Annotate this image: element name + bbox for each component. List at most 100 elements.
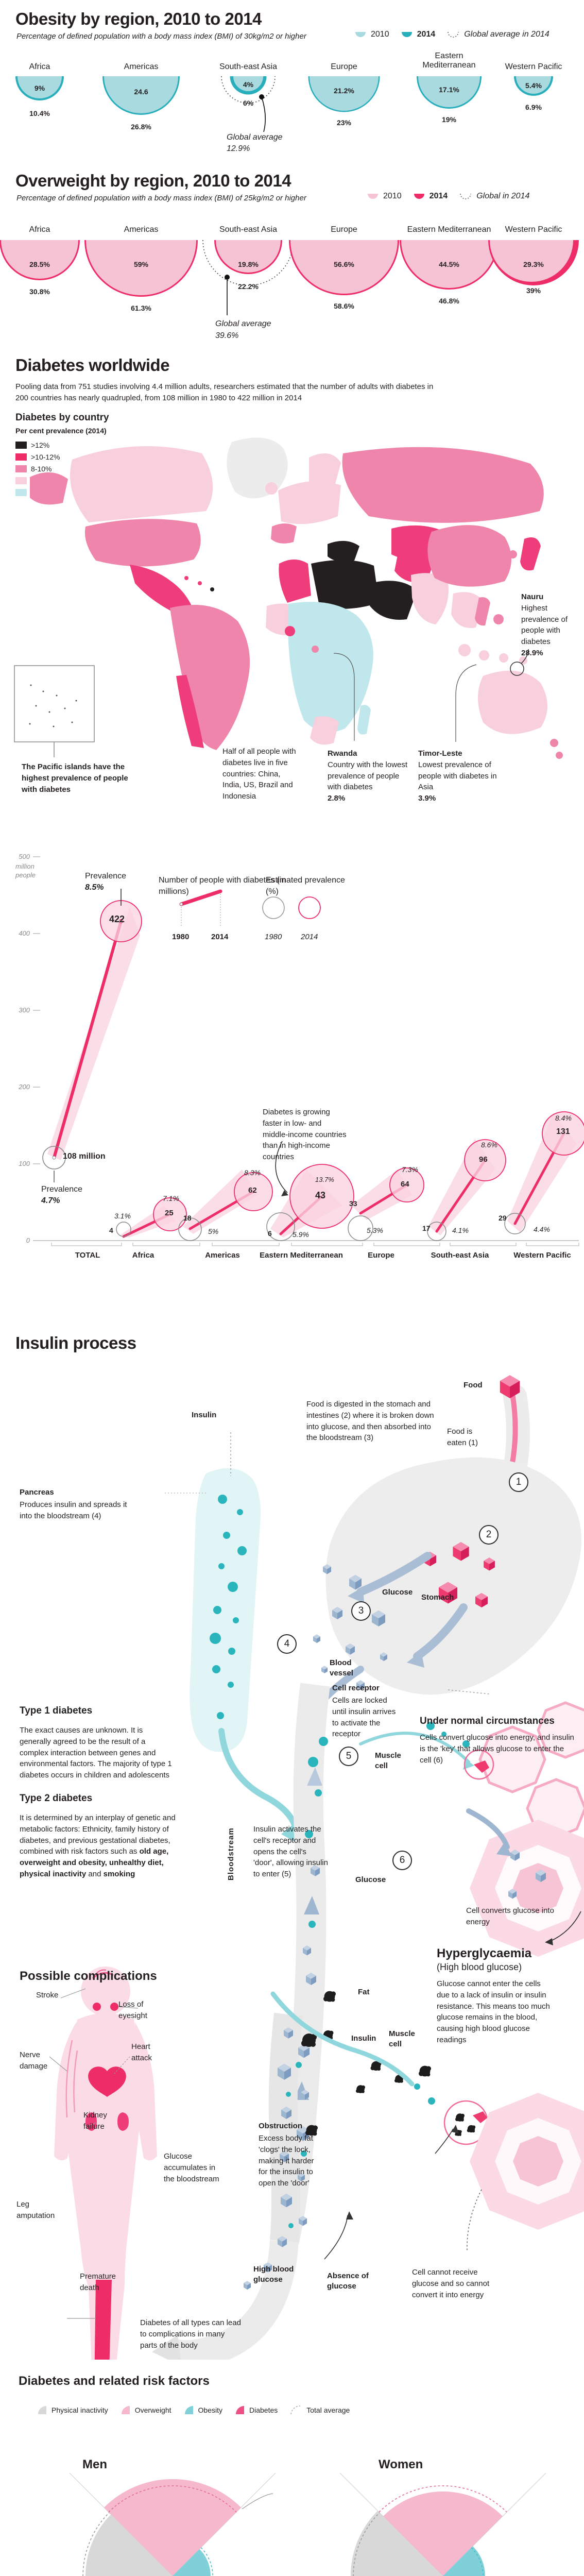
overweight-africa-2014: 30.8% xyxy=(29,287,50,296)
eyesight-label: Loss of eyesight xyxy=(118,2000,147,2020)
obstruction-body: Excess body fat 'clogs' the lock, making… xyxy=(259,2134,314,2188)
bin-gt12-swatch xyxy=(15,442,27,449)
legend-2014: 2014 xyxy=(211,933,229,941)
step-4-badge: 4 xyxy=(277,1634,297,1654)
obesity-global-value: 12.9% xyxy=(227,144,250,153)
overweight-global-label: Global average xyxy=(215,319,271,328)
normal-title: Under normal circumstances xyxy=(420,1716,555,1726)
total-start-value: 108 million xyxy=(63,1152,106,1161)
type1-body: The exact causes are unknown. It is gene… xyxy=(20,1726,172,1780)
glucose-label-2: Glucose xyxy=(355,1875,386,1884)
overweight-region-sea: South-east Asia xyxy=(219,225,278,234)
emed-end: 43 xyxy=(315,1190,326,1200)
total-start-prev: 4.7% xyxy=(41,1196,60,1205)
overweight-legend: 2010 2014 Global in 2014 xyxy=(367,192,529,201)
growth-axis-unit: million people xyxy=(15,862,36,879)
type2-body: It is determined by an interplay of gene… xyxy=(20,1812,179,1880)
obesity-wpac-2010: 5.4% xyxy=(525,81,542,90)
sea-p2: 8.6% xyxy=(481,1141,497,1149)
obesity-americas-2010: 24.6 xyxy=(134,88,148,96)
absence-label: Absence of glucose xyxy=(327,2272,369,2291)
nauru-body: Highest prevalence of people with diabet… xyxy=(521,603,568,646)
step-5-badge: 5 xyxy=(339,1747,358,1766)
bin-5-8-swatch xyxy=(15,477,27,484)
nauru-value: 28.9% xyxy=(521,648,543,657)
fat-label: Fat xyxy=(358,1988,370,1996)
five-countries-annotation: Half of all people with diabetes live in… xyxy=(222,747,296,801)
total-end-prev-title: Prevalence xyxy=(85,872,127,880)
obesity-legend-label: Obesity xyxy=(198,2406,222,2414)
europe-p2: 7.3% xyxy=(402,1165,418,1174)
alltypes-note: Diabetes of all types can lead to compli… xyxy=(140,2318,241,2350)
overweight-chart xyxy=(0,240,579,315)
worldwide-title: Diabetes worldwide xyxy=(15,355,170,375)
overweight-europe-2014: 58.6% xyxy=(334,302,354,310)
axis-emed: Eastern Mediterranean xyxy=(260,1251,343,1260)
obesity-region-americas: Americas xyxy=(124,62,159,71)
legend-2014-label: 2014 xyxy=(429,192,448,200)
overweight-region-africa: Africa xyxy=(29,225,50,234)
bin-lt5-swatch xyxy=(15,489,27,496)
inactivity-quarter-icon xyxy=(38,2406,46,2414)
overweight-subtitle: Percentage of defined population with a … xyxy=(16,194,306,202)
bin-8-10-label: 8-10% xyxy=(31,465,52,473)
legend-global-label: Global average in 2014 xyxy=(464,30,549,39)
obesity-emed-2014: 19% xyxy=(441,115,457,124)
overweight-region-emed: Eastern Mediterranean xyxy=(407,225,491,234)
legend-2010-semicircle-icon xyxy=(368,194,378,199)
digest-note: Food is digested in the stomach and inte… xyxy=(306,1400,434,1443)
growth-tick-400: 400 xyxy=(19,929,30,937)
cannot-note: Cell cannot receive glucose and so canno… xyxy=(412,2268,490,2299)
axis-africa: Africa xyxy=(132,1251,154,1260)
obesity-africa-2014: 10.4% xyxy=(29,109,50,117)
men-label: Men xyxy=(82,2458,107,2471)
obesity-africa-2010: 9% xyxy=(34,84,45,92)
food-eaten-note: Food is eaten (1) xyxy=(447,1427,478,1447)
average-dashed-icon xyxy=(290,2405,301,2415)
total-end-prev: 8.5% xyxy=(85,883,104,892)
wpac-p2: 8.4% xyxy=(555,1114,572,1122)
growth-tick-200: 200 xyxy=(19,1083,30,1091)
risks-legend: Physical inactivity Overweight Obesity D… xyxy=(37,2405,350,2415)
step-1-badge: 1 xyxy=(509,1472,528,1492)
type2-title: Type 2 diabetes xyxy=(20,1793,93,1804)
europe-end: 64 xyxy=(401,1180,409,1189)
obesity-emed-2010: 17.1% xyxy=(439,86,459,94)
risk-rose-charts xyxy=(69,2472,546,2576)
glucose-label-1: Glucose xyxy=(382,1588,413,1597)
insulin-label: Insulin xyxy=(192,1411,217,1419)
rwanda-value: 2.8% xyxy=(328,794,346,803)
rwanda-body: Country with the lowest prevalence of pe… xyxy=(328,760,408,792)
axis-europe: Europe xyxy=(368,1251,394,1260)
timor-value: 3.9% xyxy=(418,794,436,803)
obesity-chart xyxy=(15,76,553,132)
high-blood-glucose-label: High blood glucose xyxy=(253,2265,294,2284)
converts-note: Cell converts glucose into energy xyxy=(466,1906,554,1926)
obesity-region-europe: Europe xyxy=(331,62,357,71)
growth-tick-0: 0 xyxy=(26,1236,30,1244)
americas-p1: 5% xyxy=(208,1227,219,1235)
obesity-region-wpac: Western Pacific xyxy=(505,62,562,71)
obesity-europe-2010: 21.2% xyxy=(334,87,354,95)
legend-global-dotted-icon xyxy=(460,193,471,199)
normal-body: Cells convert glucose into energy, and i… xyxy=(420,1733,574,1765)
muscle-cell-label-1: Muscle cell xyxy=(375,1751,401,1770)
map-legend: >12% >10-12% 8-10% 5-8% <5% xyxy=(15,441,60,497)
type2-body-1: It is determined by an interplay of gene… xyxy=(20,1814,176,1856)
overweight-europe-2010: 56.6% xyxy=(334,260,354,268)
axis-total: TOTAL xyxy=(75,1251,100,1260)
overweight-americas-2014: 61.3% xyxy=(131,304,151,312)
timor-title: Timor-Leste xyxy=(418,749,462,758)
timor-annotation: Timor-Leste Lowest prevalence of people … xyxy=(418,748,501,804)
obesity-americas-2014: 26.8% xyxy=(131,123,151,131)
overweight-region-europe: Europe xyxy=(331,225,357,234)
growth-chart xyxy=(33,856,584,1246)
sea-start: 17 xyxy=(422,1224,431,1232)
legend-line-label: Number of people with diabetes (in milli… xyxy=(159,876,286,896)
emed-start: 6 xyxy=(268,1229,272,1238)
cell-receptor-body: Cells are locked until insulin arrives t… xyxy=(332,1696,396,1739)
diabetes-quarter-icon xyxy=(235,2406,244,2414)
growth-note: Diabetes is growing faster in low- and m… xyxy=(263,1108,347,1161)
legend-2010-label: 2010 xyxy=(371,30,389,39)
